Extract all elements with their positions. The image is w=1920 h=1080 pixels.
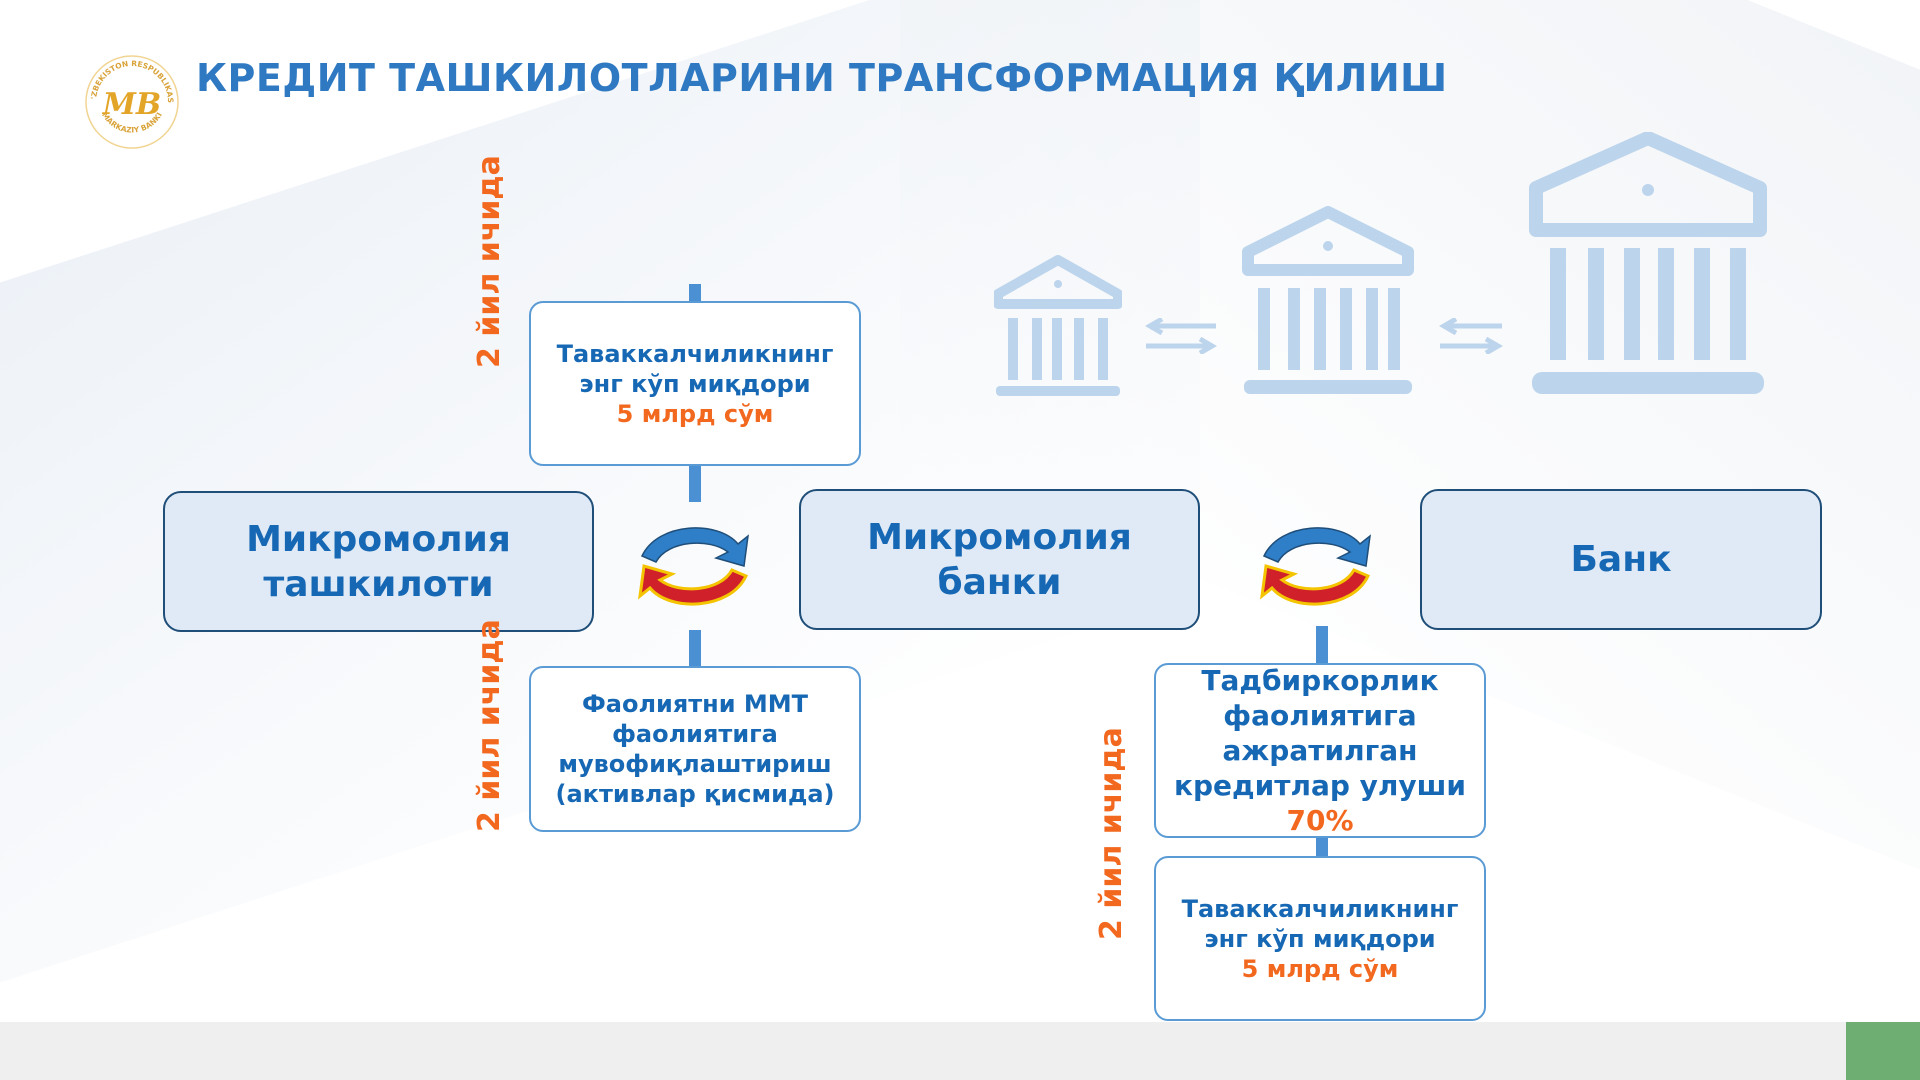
central-bank-logo: O'ZBEKISTON RESPUBLIKASI MARKAZIY BANKI … (84, 54, 179, 149)
footer-accent (1846, 1022, 1920, 1080)
connector-right (1316, 626, 1328, 664)
stage-bank: Банк (1420, 489, 1822, 630)
stage-microfinance-bank: Микромолия банки (799, 489, 1200, 630)
note-highlight: 5 млрд сўм (1241, 954, 1399, 983)
logo-monogram: MB (102, 87, 162, 122)
cycle-arrows-icon (1260, 527, 1371, 606)
note-max-risk-bank: Таваккалчиликнинг энг кўп миқдори 5 млрд… (1154, 856, 1486, 1021)
stage-label: Микромолия банки (867, 516, 1132, 603)
swap-arrows-icon (1145, 318, 1217, 354)
stage-label: Микромолия ташкилоти (246, 518, 511, 605)
note-text: Тадбиркорлик фаолиятига ажратилган креди… (1173, 664, 1467, 802)
connector-right-2 (1316, 836, 1328, 856)
stage-label: Банк (1570, 539, 1672, 580)
connector-low (689, 630, 701, 666)
swap-arrows-icon (1439, 318, 1503, 354)
note-highlight: 5 млрд сўм (616, 399, 774, 428)
bank-medium-icon (1242, 206, 1414, 394)
time-label-bottom-left: 2 йил ичида (472, 619, 507, 832)
note-text: Фаолиятни ММТ фаолиятига мувофиқлаштириш… (555, 690, 835, 808)
cycle-arrows-icon (638, 527, 749, 606)
note-text: Таваккалчиликнинг энг кўп миқдори (556, 339, 834, 398)
time-label-top: 2 йил ичида (472, 155, 507, 368)
bank-large-icon (1529, 132, 1767, 394)
note-align-activity: Фаолиятни ММТ фаолиятига мувофиқлаштириш… (529, 666, 861, 832)
note-text: Таваккалчиликнинг энг кўп миқдори (1181, 894, 1459, 953)
connector-top (689, 284, 701, 302)
stage-microfinance-org: Микромолия ташкилоти (163, 491, 594, 632)
time-label-bottom-right: 2 йил ичида (1094, 727, 1129, 940)
note-max-risk-mfo: Таваккалчиликнинг энг кўп миқдори 5 млрд… (529, 301, 861, 466)
note-highlight: 70% (1286, 804, 1354, 837)
connector-mid (689, 464, 701, 502)
bank-small-icon (994, 255, 1122, 396)
footer-band (0, 1022, 1920, 1080)
page-title: КРЕДИТ ТАШКИЛОТЛАРИНИ ТРАНСФОРМАЦИЯ ҚИЛИ… (196, 56, 1448, 100)
note-business-loan-share: Тадбиркорлик фаолиятига ажратилган креди… (1154, 663, 1486, 838)
